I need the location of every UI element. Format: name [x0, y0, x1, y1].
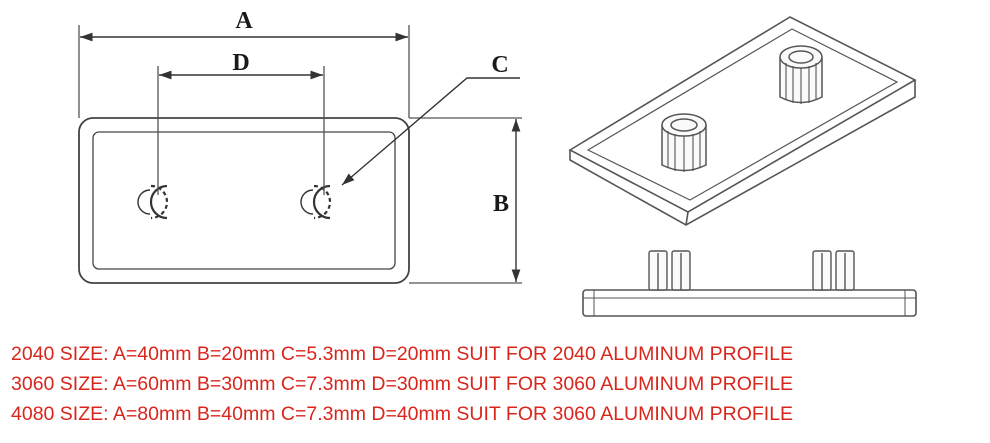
- iso-clip-right: [779, 45, 823, 104]
- label-b: B: [493, 191, 509, 217]
- clip-hole-left: [137, 184, 169, 220]
- spec-line-4080: 4080 SIZE: A=80mm B=40mm C=7.3mm D=40mm …: [11, 403, 794, 425]
- dimension-lines: [80, 32, 521, 282]
- clip-hole-right: [300, 184, 332, 220]
- spec-line-2040: 2040 SIZE: A=40mm B=20mm C=5.3mm D=20mm …: [11, 343, 794, 365]
- extension-lines: [78, 25, 522, 284]
- side-view: [582, 289, 917, 317]
- isometric-view: [568, 16, 917, 226]
- leader-c-line: [341, 77, 520, 186]
- outer-outline: [78, 117, 410, 284]
- side-plate: [582, 289, 917, 317]
- front-view: [78, 117, 410, 284]
- label-a: A: [235, 8, 253, 34]
- iso-clip-left: [661, 113, 707, 172]
- side-clips-right: [812, 250, 855, 291]
- side-clips-left: [648, 250, 691, 291]
- label-c: C: [491, 52, 508, 78]
- spec-line-3060: 3060 SIZE: A=60mm B=30mm C=7.3mm D=30mm …: [11, 373, 794, 395]
- technical-drawing: A D C B: [78, 8, 917, 317]
- label-d: D: [232, 50, 249, 76]
- inner-outline: [92, 131, 396, 270]
